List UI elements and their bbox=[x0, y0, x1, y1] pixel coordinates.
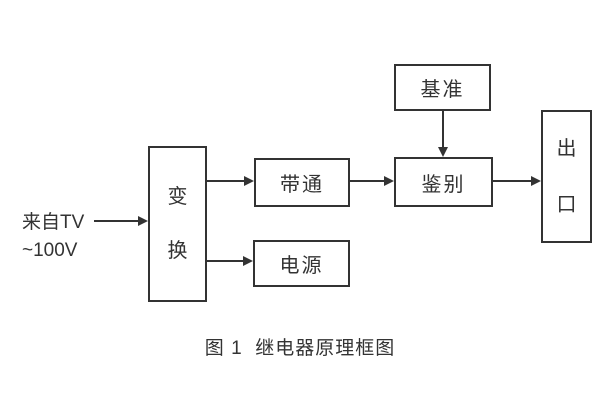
block-bandpass-label: 带通 bbox=[280, 174, 324, 196]
block-transform-char2: 换 bbox=[167, 240, 188, 262]
arrow-head-icon bbox=[384, 176, 394, 186]
arrow-head-icon bbox=[138, 216, 148, 226]
arrow-line bbox=[350, 180, 384, 182]
arrow-line bbox=[207, 180, 244, 182]
block-output: 出 口 bbox=[541, 110, 592, 243]
block-output-char1: 出 bbox=[556, 137, 577, 160]
arrow-line bbox=[207, 260, 243, 262]
block-transform-char1: 变 bbox=[167, 186, 188, 208]
input-source-label-line2: ~100V bbox=[22, 240, 78, 261]
arrow-line bbox=[493, 180, 531, 182]
block-reference-label: 基准 bbox=[420, 79, 465, 101]
block-discriminator-label: 鉴别 bbox=[421, 173, 466, 196]
arrow-head-icon bbox=[438, 147, 448, 157]
block-discriminator: 鉴别 bbox=[394, 157, 493, 207]
block-reference: 基准 bbox=[394, 64, 491, 111]
arrow-head-icon bbox=[244, 176, 254, 186]
arrow-head-icon bbox=[531, 176, 541, 186]
block-transform: 变 换 bbox=[148, 146, 207, 302]
block-power: 电源 bbox=[253, 240, 350, 287]
block-power-label: 电源 bbox=[279, 255, 324, 277]
block-bandpass: 带通 bbox=[254, 158, 350, 207]
arrow-head-icon bbox=[243, 256, 253, 266]
figure-caption: 图 1 继电器原理框图 bbox=[204, 338, 396, 359]
input-source-label-line1: 来自TV bbox=[22, 212, 85, 233]
arrow-line bbox=[94, 220, 138, 222]
arrow-line bbox=[442, 111, 444, 148]
block-output-char2: 口 bbox=[556, 193, 577, 216]
